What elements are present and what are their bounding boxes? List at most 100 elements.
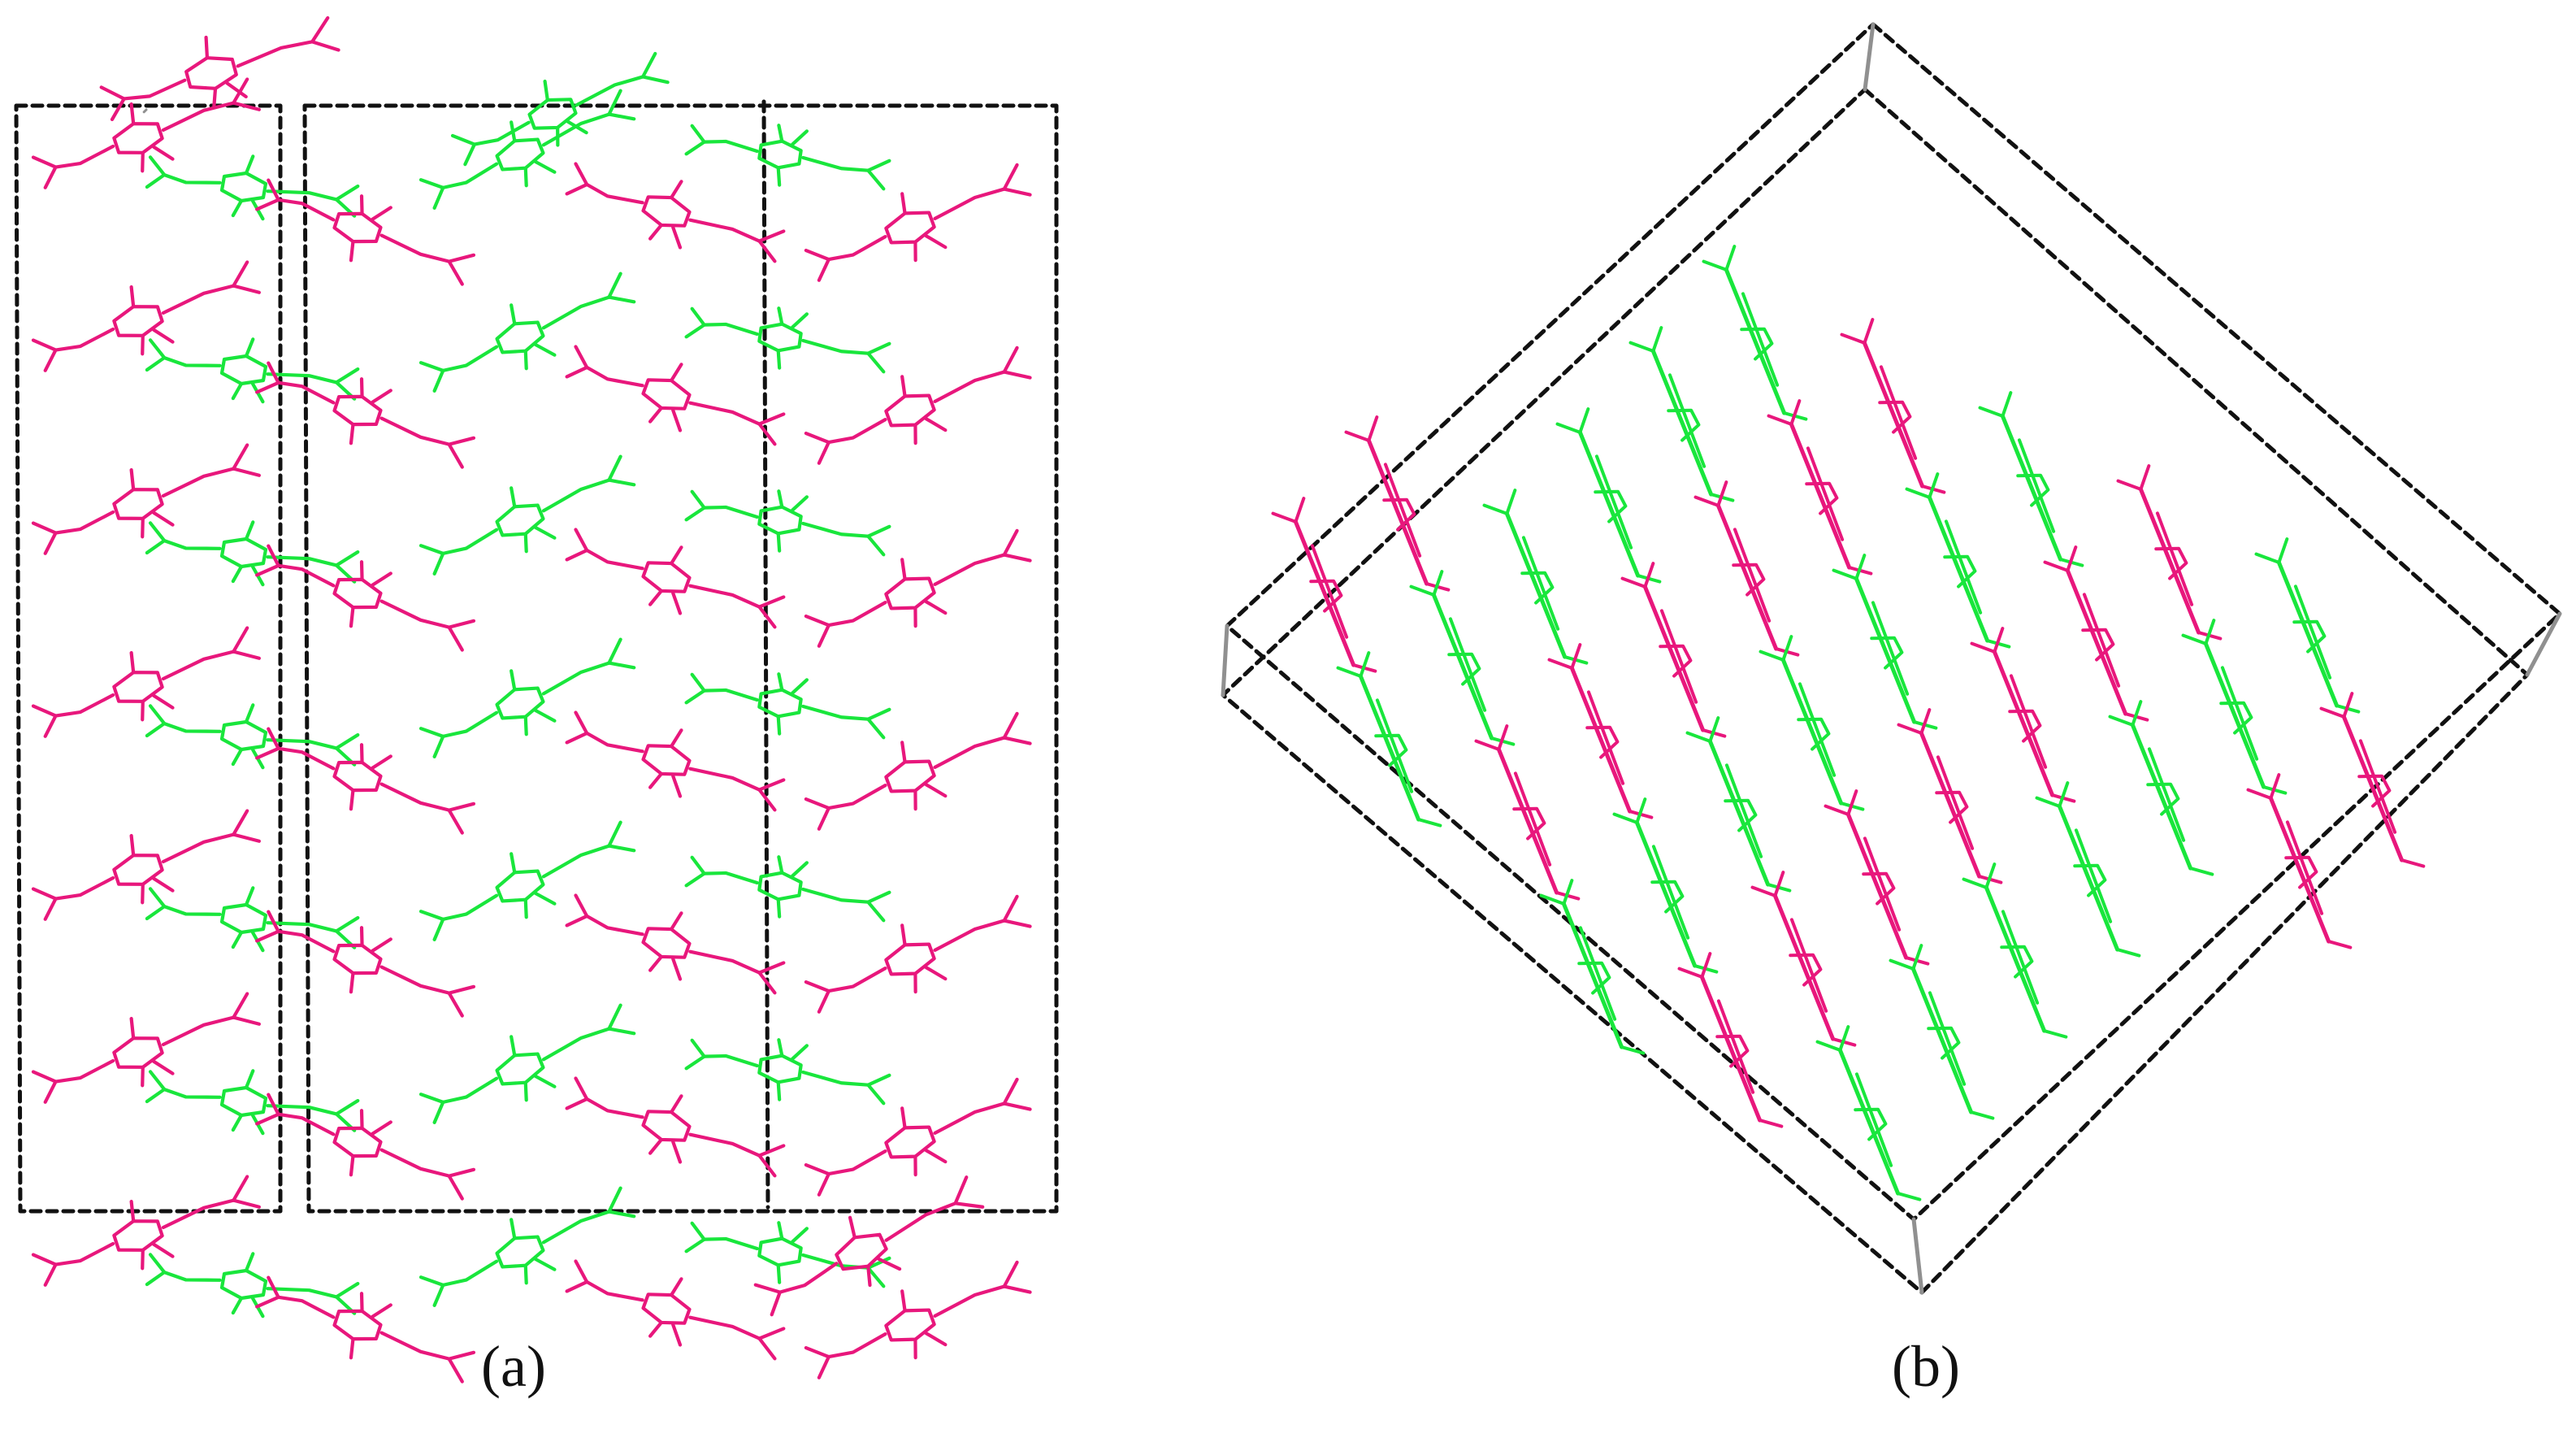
molecule-fork xyxy=(641,75,670,85)
molecule-a xyxy=(31,809,261,921)
molecule-substituent xyxy=(231,198,244,218)
molecule-substituent xyxy=(670,911,683,932)
molecule-ring xyxy=(112,488,164,520)
molecule-fork xyxy=(866,159,891,172)
molecule-backbone xyxy=(2220,666,2259,761)
molecule-substituent xyxy=(523,1080,528,1102)
molecule-ring xyxy=(1382,497,1416,532)
molecule-substituent xyxy=(244,886,255,907)
molecule-fork xyxy=(804,797,830,810)
molecule-arm xyxy=(266,738,339,750)
molecule-arm xyxy=(236,40,314,68)
molecule-backbone xyxy=(1854,576,1917,724)
molecule-edge-on xyxy=(1628,326,1735,502)
molecule-substituent xyxy=(790,495,809,512)
molecule-fork xyxy=(804,980,830,993)
molecule-fork xyxy=(565,182,589,196)
molecule-fork xyxy=(607,1027,636,1036)
molecule-backbone xyxy=(1928,991,1967,1086)
molecule-fork xyxy=(255,1112,280,1126)
molecule-fork xyxy=(31,155,58,169)
molecule-ring xyxy=(1585,725,1620,759)
molecule-backbone xyxy=(1577,430,1641,578)
molecule-arm xyxy=(702,505,759,519)
molecule-substituent xyxy=(510,303,517,326)
molecule-fork xyxy=(690,1038,706,1058)
molecule-arm xyxy=(541,1210,611,1245)
molecule-fork xyxy=(148,887,167,909)
molecule-fork xyxy=(447,808,464,835)
molecule-ring xyxy=(1740,327,1774,361)
molecule-substituent xyxy=(510,1218,517,1240)
molecule-backbone xyxy=(1871,601,1910,696)
molecule-arm xyxy=(933,553,1006,586)
molecule-fork xyxy=(1896,1192,1922,1201)
molecule-substituent xyxy=(900,192,907,215)
molecule-edge-on xyxy=(2035,781,2141,958)
molecule-fork xyxy=(690,1221,706,1241)
molecule-fork xyxy=(418,544,445,555)
molecule-ring xyxy=(1870,636,1904,670)
molecule-a xyxy=(565,162,786,263)
molecule-substituent xyxy=(349,971,355,994)
molecule-backbone xyxy=(2358,739,2397,834)
molecule-fork xyxy=(1555,422,1582,434)
molecule-substituent xyxy=(371,1303,392,1319)
molecule-fork xyxy=(2319,706,2346,719)
molecule-arm xyxy=(702,322,759,337)
molecule-substituent xyxy=(777,855,784,875)
molecule-fork xyxy=(447,802,476,812)
molecule-backbone xyxy=(1772,893,1836,1041)
molecule-ring xyxy=(1724,798,1758,832)
molecule-substituent xyxy=(510,852,517,875)
molecule-fork xyxy=(1750,885,1777,897)
molecule-ring xyxy=(1447,652,1481,686)
molecule-edge-on xyxy=(2043,545,2149,722)
molecule-fork xyxy=(607,89,622,116)
molecule-backbone xyxy=(1594,454,1633,550)
molecule-ring xyxy=(495,1235,545,1269)
molecule-a xyxy=(255,178,476,286)
molecule-a xyxy=(565,710,786,812)
molecule-fork xyxy=(770,1290,782,1317)
molecule-arm xyxy=(826,967,887,993)
molecule-substituent xyxy=(523,715,528,736)
molecule-a xyxy=(255,544,476,652)
molecule-fork xyxy=(866,1083,886,1106)
molecule-b xyxy=(418,1003,636,1124)
molecule-arm xyxy=(441,1076,499,1104)
molecule-arm xyxy=(266,921,339,933)
molecule-fork xyxy=(255,198,280,211)
molecule-arm xyxy=(54,144,115,169)
molecule-a xyxy=(565,1259,786,1361)
molecule-fork xyxy=(2269,773,2281,800)
molecule-backbone xyxy=(1910,967,1974,1114)
molecule-fork xyxy=(1271,511,1298,524)
molecule-fork xyxy=(1724,245,1737,272)
molecule-backbone xyxy=(1634,820,1698,968)
molecule-arm xyxy=(163,721,222,733)
molecule-b xyxy=(145,1069,360,1136)
molecule-fork xyxy=(1505,489,1517,515)
molecule-fork xyxy=(148,521,167,543)
molecule-substituent xyxy=(523,166,528,188)
molecule-arm xyxy=(826,235,887,262)
molecule-fork xyxy=(1854,554,1867,580)
molecule-fork xyxy=(2043,560,2070,572)
molecule-fork xyxy=(690,855,706,875)
molecule-ring xyxy=(1943,554,1977,589)
molecule-substituent xyxy=(913,1154,917,1177)
molecule-substituent xyxy=(648,771,663,789)
molecule-fork xyxy=(2066,545,2078,572)
molecule-backbone xyxy=(2268,796,2331,944)
molecule-fork xyxy=(432,1100,445,1124)
molecule-substituent xyxy=(648,589,663,606)
molecule-backbone xyxy=(1724,763,1763,858)
molecule-a xyxy=(804,1077,1032,1197)
molecule-fork xyxy=(866,1256,891,1270)
molecule-fork xyxy=(757,961,786,975)
cell-axis xyxy=(1221,623,1229,697)
molecule-substituent xyxy=(776,897,782,919)
molecule-edge-on xyxy=(1409,570,1516,746)
molecule-substituent xyxy=(913,1337,917,1360)
